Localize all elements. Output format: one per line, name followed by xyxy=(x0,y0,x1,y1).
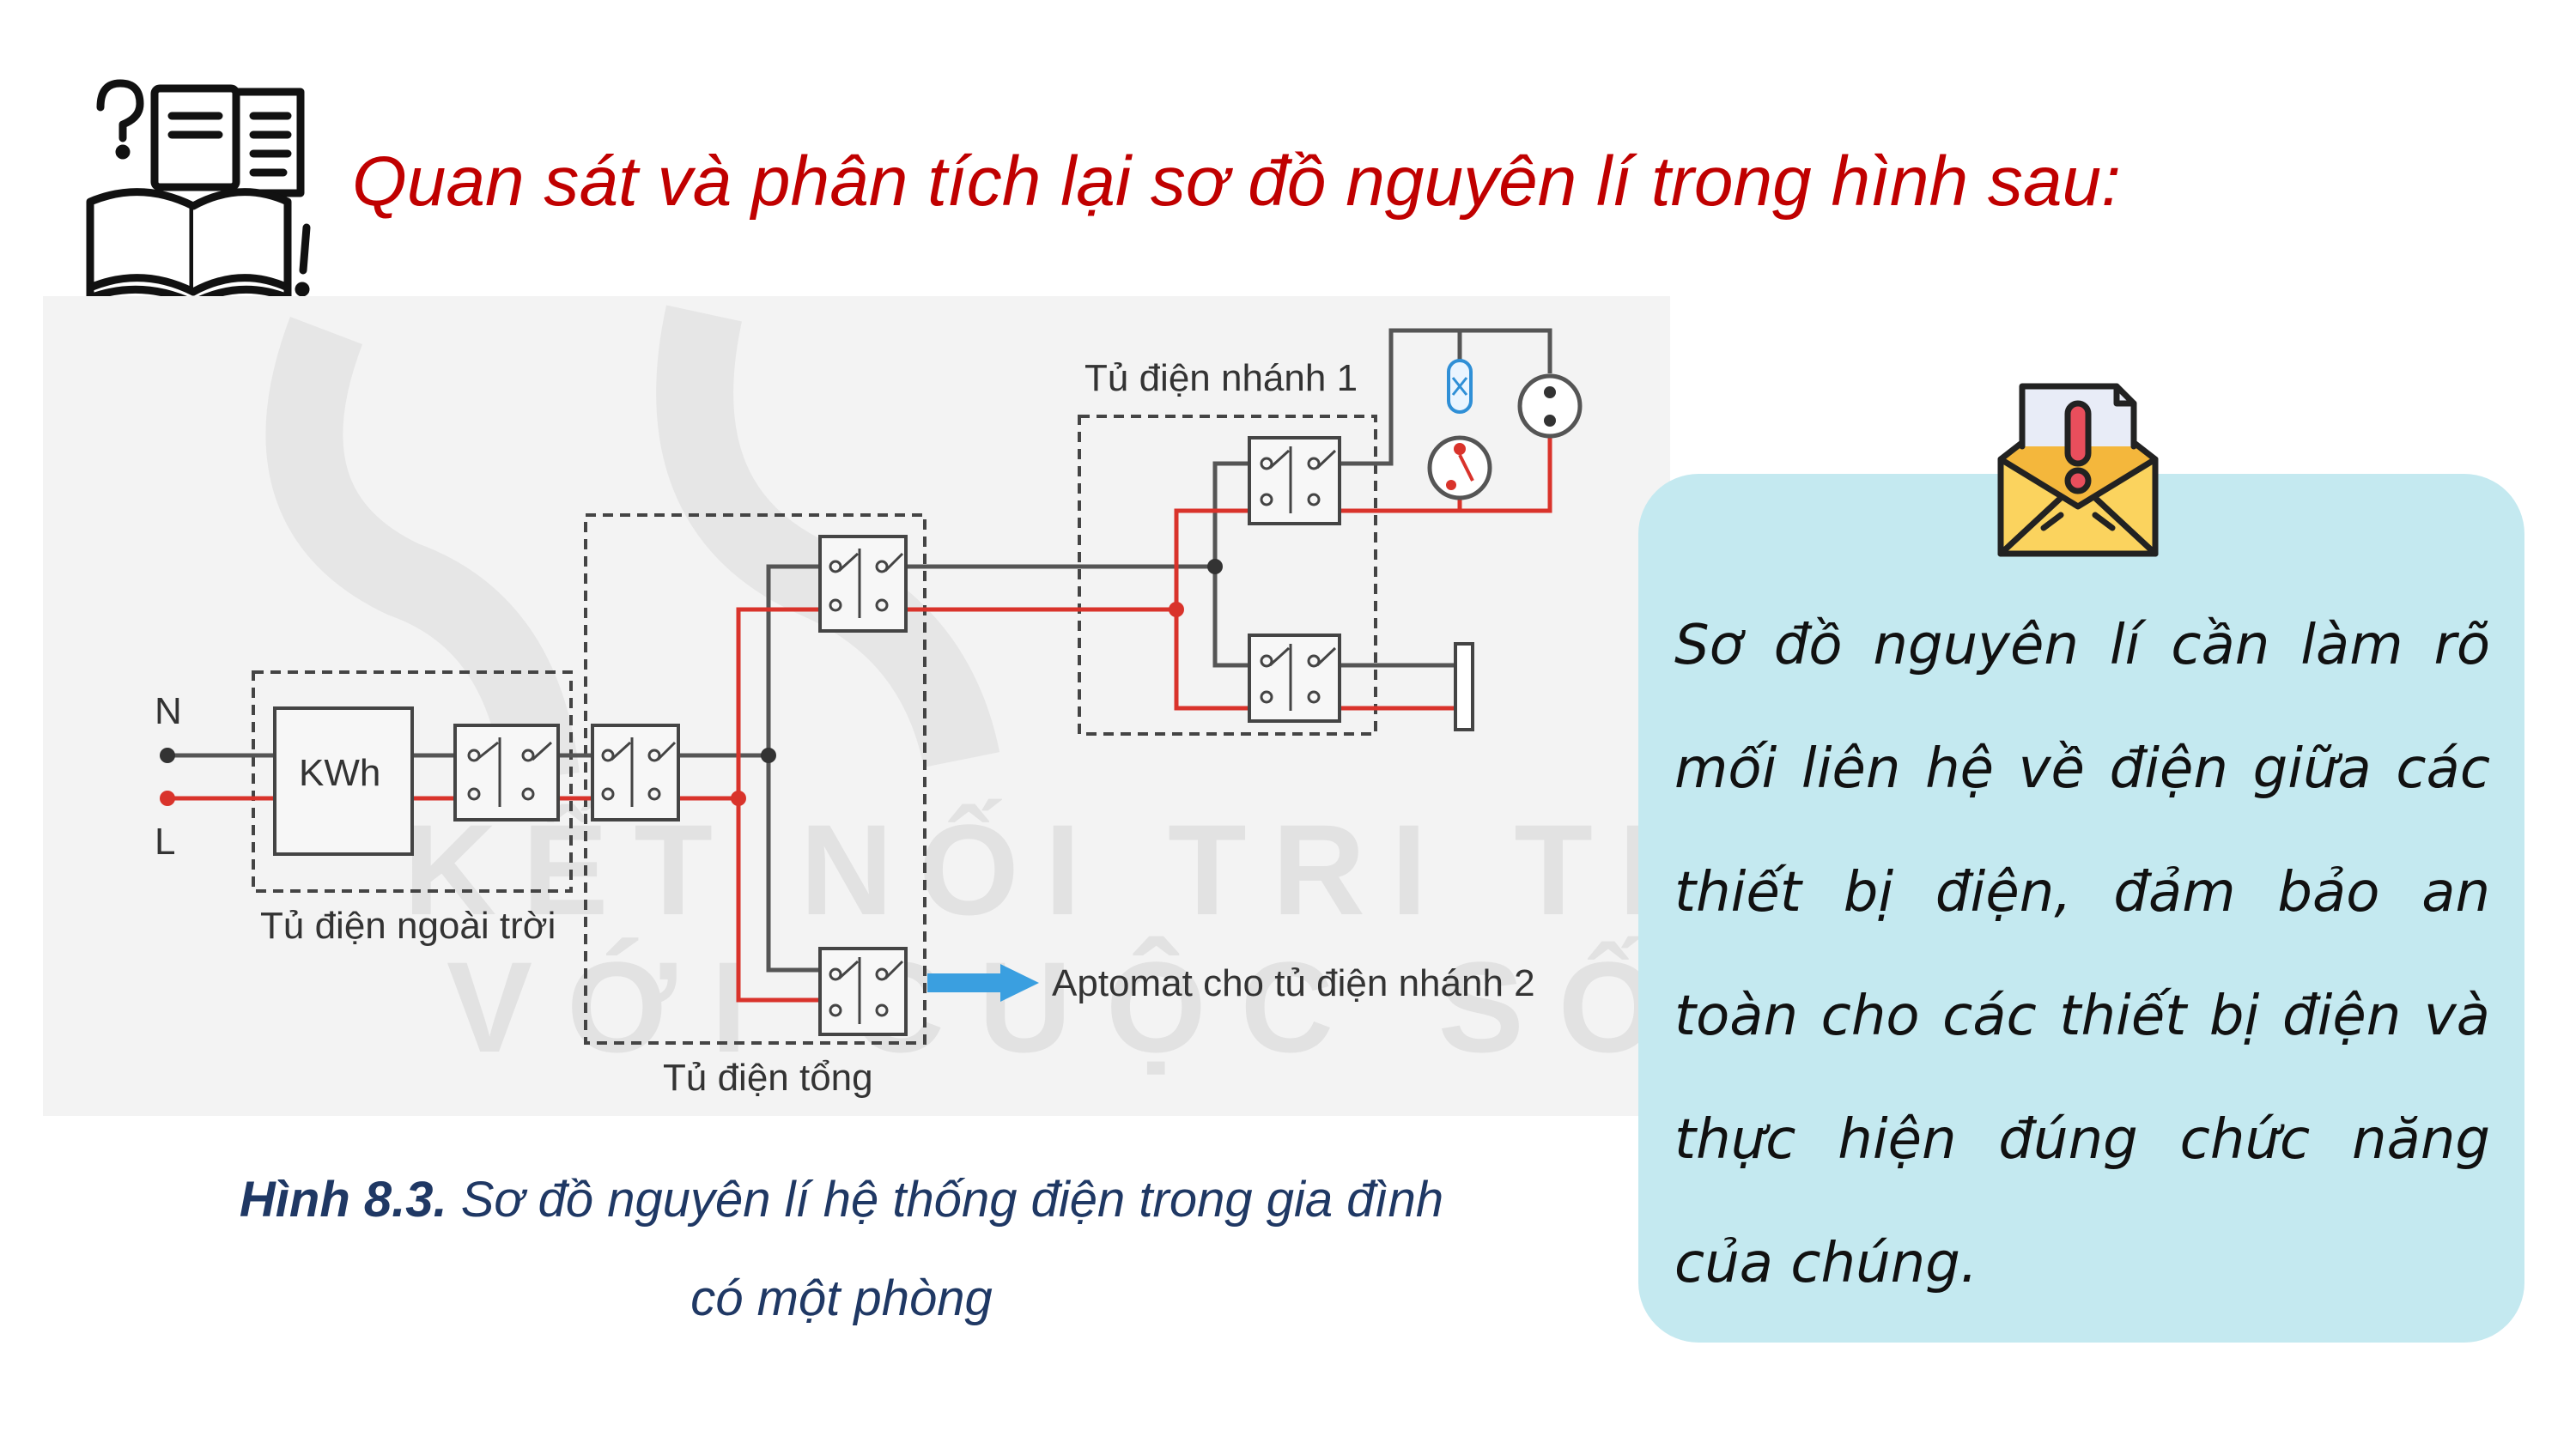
meter-label: KWh xyxy=(299,752,380,794)
book-question-icon xyxy=(86,79,311,305)
watermark-line-2: VỚI CUỘC SỐNG xyxy=(447,935,1670,1079)
branch-panel-1-label: Tủ điện nhánh 1 xyxy=(1084,357,1358,399)
mail-alert-icon xyxy=(1997,383,2159,557)
branch-1-breaker xyxy=(818,535,908,633)
circuit-diagram: KẾT NỐI TRI THỨC VỚI CUỘC SỐNG xyxy=(43,296,1670,1116)
kwh-meter-box xyxy=(273,706,414,856)
branch-panel-1-box xyxy=(1078,415,1377,736)
main-panel-label: Tủ điện tổng xyxy=(663,1057,873,1099)
neutral-label: N xyxy=(155,690,182,732)
light-breaker xyxy=(1248,436,1341,525)
appliance-icon xyxy=(1454,642,1474,731)
note-text: Sơ đồ nguyên lí cần làm rõ mối liên hệ v… xyxy=(1674,614,2490,1295)
outdoor-panel-label: Tủ điện ngoài trời xyxy=(260,905,556,947)
socket-icon xyxy=(1517,373,1583,439)
outdoor-panel-box xyxy=(252,670,573,893)
note-panel xyxy=(1638,474,2524,1343)
figure-caption: Hình 8.3. Sơ đồ nguyên lí hệ thống điện … xyxy=(112,1150,1571,1348)
branch-2-breaker xyxy=(818,947,908,1036)
branch-2-feed-label: Aptomat cho tủ điện nhánh 2 xyxy=(1052,962,1535,1004)
figure-number: Hình 8.3. xyxy=(239,1172,447,1228)
main-panel-box xyxy=(584,513,927,1045)
page-title: Quan sát và phân tích lại sơ đồ nguyên l… xyxy=(352,142,2121,221)
live-label: L xyxy=(155,821,175,863)
caption-line-1: Hình 8.3. Sơ đồ nguyên lí hệ thống điện … xyxy=(112,1150,1571,1249)
socket-breaker xyxy=(1248,634,1341,723)
caption-text-1: Sơ đồ nguyên lí hệ thống điện trong gia … xyxy=(460,1172,1444,1228)
light-switch-icon xyxy=(1427,435,1492,500)
main-breaker xyxy=(591,724,680,822)
outdoor-breaker xyxy=(453,724,560,822)
caption-line-2: có một phòng xyxy=(690,1270,993,1326)
arrow-right-icon xyxy=(1000,964,1039,1002)
